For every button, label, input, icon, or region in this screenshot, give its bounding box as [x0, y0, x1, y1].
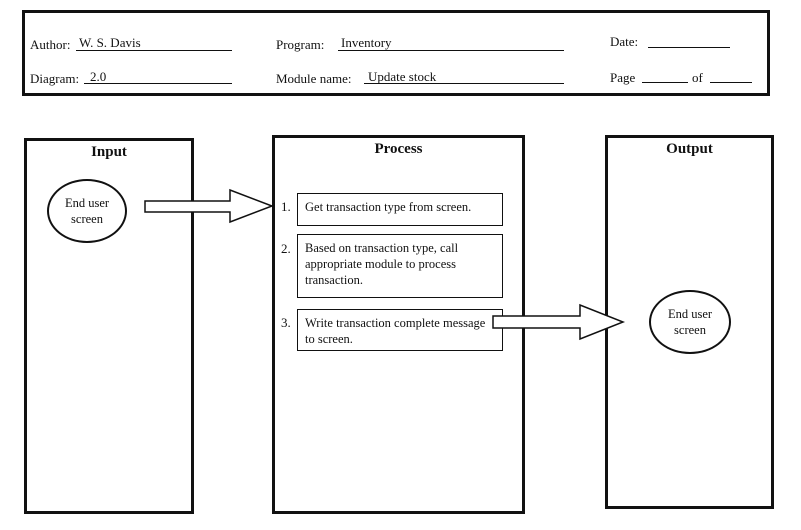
step-1-box: Get transaction type from screen. [297, 193, 503, 226]
process-column-title: Process [374, 141, 423, 157]
date-underline [648, 47, 730, 48]
module-name-value: Update stock [368, 69, 437, 84]
diagram-label: Diagram: [30, 71, 80, 86]
page-underline [642, 82, 688, 83]
program-label: Program: [276, 37, 325, 52]
author-label: Author: [30, 37, 71, 52]
program-underline [338, 50, 564, 51]
step-1-text: Get transaction type from screen. [305, 200, 472, 214]
step-3-box: Write transaction complete message to sc… [297, 309, 503, 351]
diagram-underline [84, 83, 232, 84]
of-underline [710, 82, 752, 83]
step-1-number: 1. [281, 199, 291, 214]
arrow-process-to-output [492, 303, 626, 341]
output-terminator-line1: End user [667, 307, 713, 321]
arrow-input-to-process [144, 188, 275, 224]
diagram-value: 2.0 [90, 69, 107, 84]
input-terminator: End user screen [47, 179, 127, 243]
header-block [22, 10, 770, 96]
input-column-title: Input [91, 144, 127, 160]
date-label: Date: [610, 34, 639, 49]
program-value: Inventory [341, 35, 392, 50]
input-column: Input [24, 138, 194, 514]
input-terminator-line2: screen [71, 212, 103, 226]
step-2-box: Based on transaction type, call appropri… [297, 234, 503, 298]
step-2-text: Based on transaction type, call appropri… [305, 241, 459, 287]
input-terminator-line1: End user [64, 196, 110, 210]
step-2-number: 2. [281, 241, 291, 256]
of-label: of [692, 70, 703, 85]
module-name-label: Module name: [276, 71, 352, 86]
author-underline [76, 50, 232, 51]
page-label: Page [610, 70, 636, 85]
module-name-underline [364, 83, 564, 84]
step-3-number: 3. [281, 315, 291, 330]
output-terminator-line2: screen [674, 323, 706, 337]
output-terminator: End user screen [649, 290, 731, 354]
step-3-text: Write transaction complete message to sc… [305, 316, 486, 346]
author-value: W. S. Davis [79, 35, 141, 50]
output-column-title: Output [666, 141, 713, 157]
